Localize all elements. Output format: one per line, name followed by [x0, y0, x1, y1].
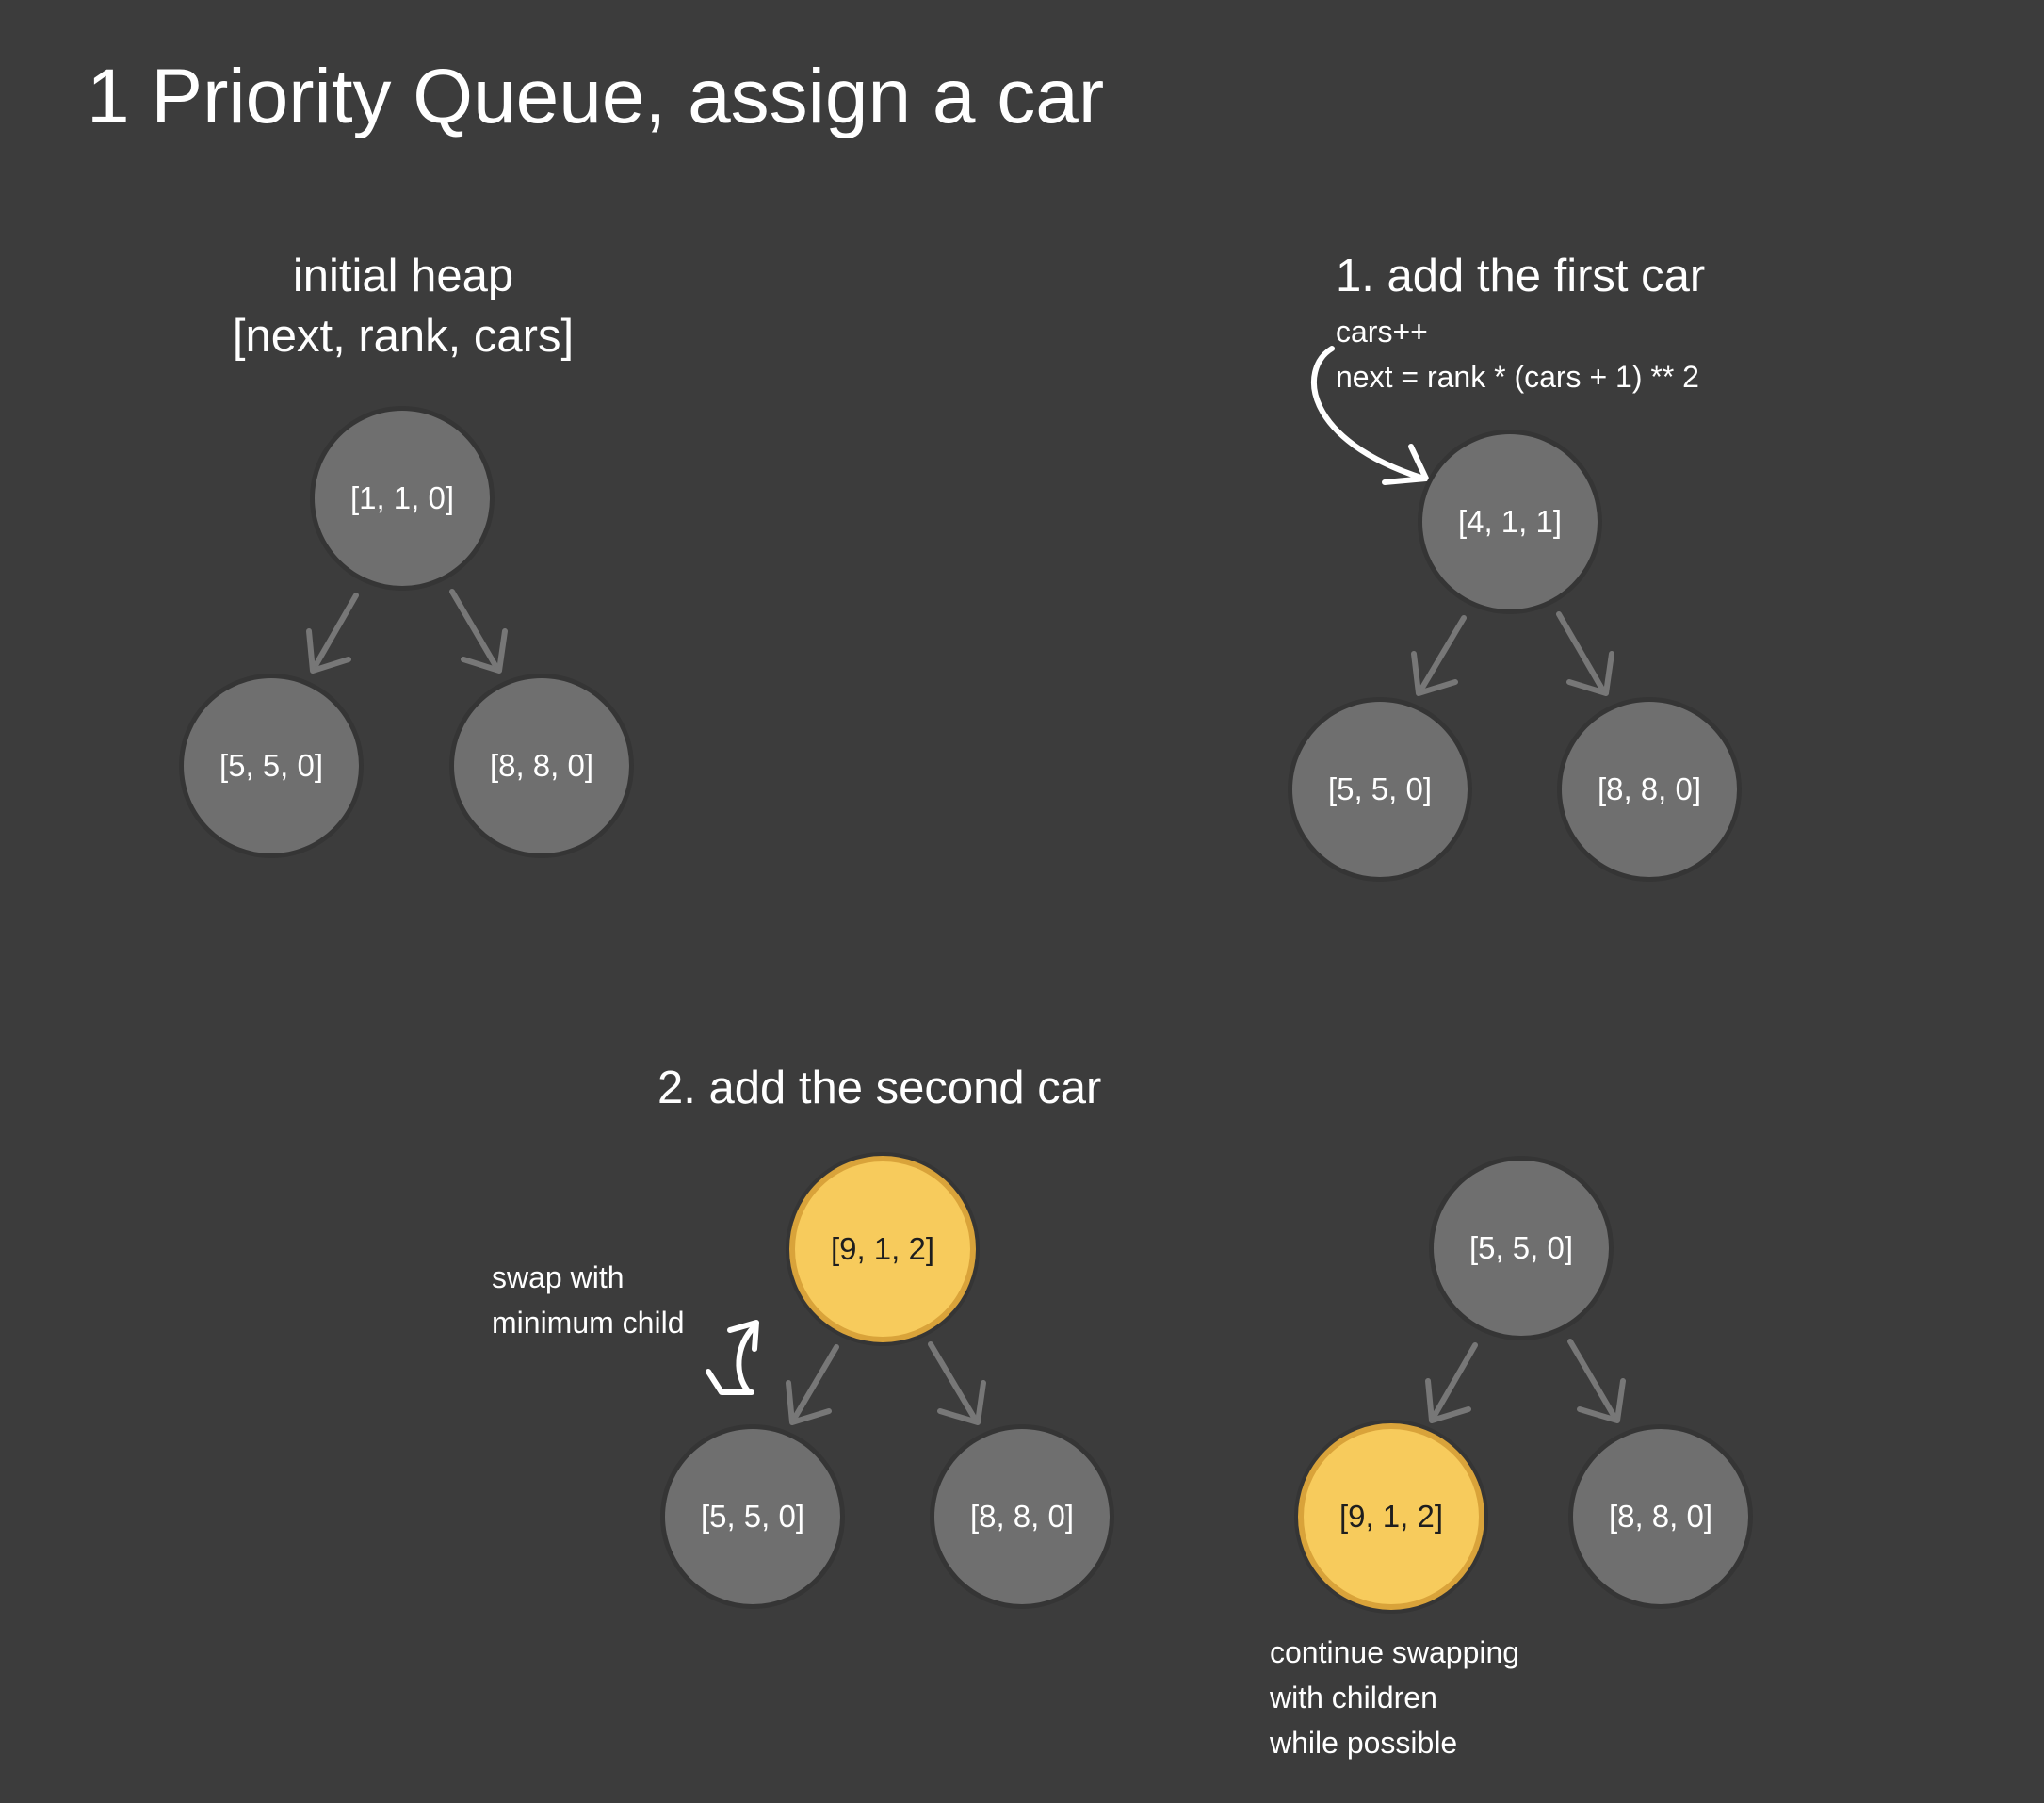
heap-node: [8, 8, 0]	[934, 1429, 1110, 1604]
edge-arrow	[786, 1344, 839, 1425]
edge-arrow	[306, 593, 359, 674]
edge-arrow	[449, 589, 508, 674]
edge-arrow	[1567, 1339, 1626, 1423]
heap-node: [4, 1, 1]	[1422, 434, 1598, 609]
swap-note-line1: swap with	[492, 1260, 625, 1294]
heap-node: [1, 1, 0]	[315, 411, 490, 586]
heap-node: [5, 5, 0]	[1292, 702, 1468, 877]
page-title: 1 Priority Queue, assign a car	[87, 54, 1105, 139]
second-car-title: 2. add the second car	[657, 1063, 1102, 1113]
heap-node: [8, 8, 0]	[454, 678, 629, 853]
edge-arrow	[928, 1341, 986, 1425]
edge-arrow	[1556, 611, 1614, 696]
continue-note-line3: while possible	[1270, 1726, 1458, 1760]
first-car-note-line1: cars++	[1336, 315, 1428, 349]
heap-node: [5, 5, 0]	[665, 1429, 840, 1604]
swap-arrow	[706, 1320, 759, 1395]
first-car-note: cars++ next = rank * (cars + 1) ** 2	[1336, 309, 1699, 399]
continue-note-line1: continue swapping	[1270, 1635, 1520, 1669]
swap-note-line2: minimum child	[492, 1306, 685, 1340]
initial-heap-title: initial heap [next, rank, cars]	[233, 247, 574, 366]
initial-heap-title-line1: initial heap	[292, 251, 514, 301]
heap-node-highlighted: [9, 1, 2]	[789, 1156, 976, 1342]
continue-note: continue swapping with children while po…	[1270, 1630, 1519, 1765]
edge-arrow	[1425, 1342, 1478, 1423]
heap-node: [5, 5, 0]	[1434, 1161, 1609, 1336]
heap-node-highlighted: [9, 1, 2]	[1298, 1423, 1484, 1610]
continue-note-line2: with children	[1270, 1681, 1437, 1714]
first-car-note-line2: next = rank * (cars + 1) ** 2	[1336, 360, 1699, 394]
swap-note: swap with minimum child	[492, 1255, 684, 1345]
heap-node: [5, 5, 0]	[184, 678, 359, 853]
first-car-title: 1. add the first car	[1336, 251, 1706, 301]
heap-node: [8, 8, 0]	[1562, 702, 1737, 877]
heap-node: [8, 8, 0]	[1573, 1429, 1748, 1604]
edge-arrow	[1411, 615, 1467, 696]
initial-heap-title-line2: [next, rank, cars]	[232, 310, 575, 362]
